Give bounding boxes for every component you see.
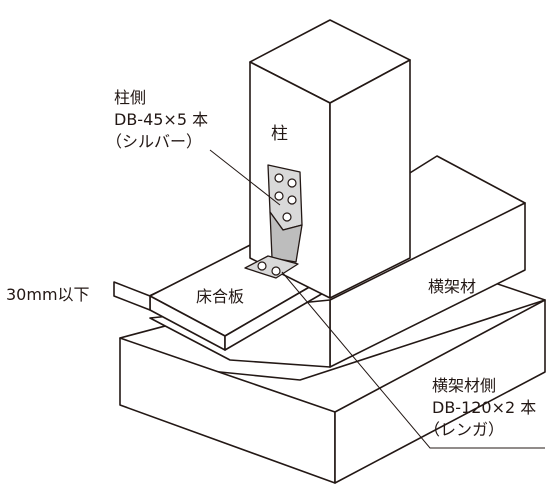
gap-indicator [113, 281, 151, 311]
bracket-bend [269, 211, 303, 263]
gap-label: 30mm以下 [6, 285, 90, 304]
floor-plywood-label: 床合板 [196, 287, 245, 306]
screw-head [257, 261, 267, 271]
pillar-side-title: 柱側 [114, 88, 147, 107]
screw-head [274, 173, 284, 183]
screw-head [274, 191, 284, 201]
screw-head [287, 195, 297, 205]
beam-side-screw: DB-120×2 本 [432, 398, 537, 417]
screw-head [282, 212, 292, 222]
beam-side-leader [281, 271, 545, 449]
bracket-base [244, 255, 299, 279]
beam-side-title: 横架材側 [432, 376, 497, 395]
pillar-side [329, 59, 411, 299]
pillar-label: 柱 [271, 124, 288, 144]
screw-head [271, 266, 281, 276]
pillar-side-screw: DB-45×5 本 [114, 110, 209, 129]
screw-head [287, 178, 297, 188]
beam-label: 横架材 [428, 277, 477, 296]
pillar-side-color: （シルバー） [106, 132, 203, 151]
pillar-side-leader [209, 149, 281, 206]
lower-beam-side [334, 299, 546, 484]
beam-side-color: （レンガ） [424, 420, 505, 439]
